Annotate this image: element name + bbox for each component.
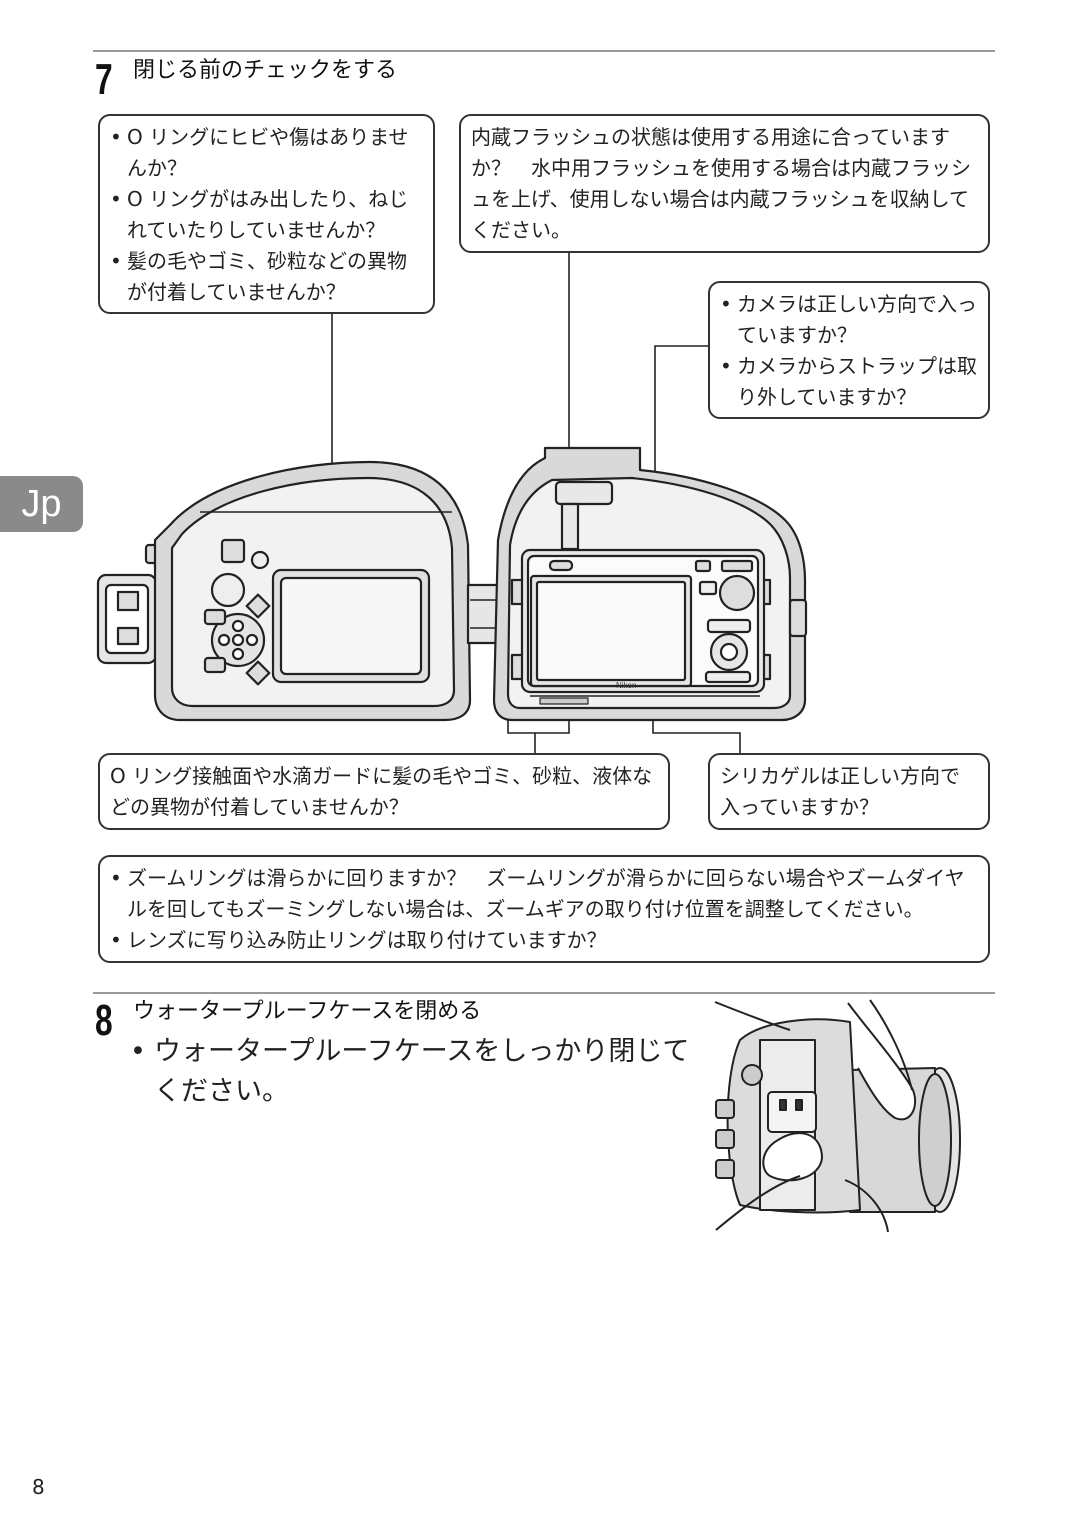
list-item: ウォータープルーフケースをしっかり閉じてください。 <box>130 1032 700 1112</box>
list-item: レンズに写り込み防止リングは取り付けていますか？ <box>110 925 978 956</box>
page-number: 8 <box>32 1475 45 1499</box>
callout-oring-surface: O リング接触面や水滴ガードに髪の毛やゴミ、砂粒、液体などの異物が付着していませ… <box>98 753 670 830</box>
list-item: カメラは正しい方向で入っていますか？ <box>720 289 978 351</box>
callout-text: シリカゲルは正しい方向で入っていますか？ <box>720 764 960 819</box>
camera-brand-label: Nikon <box>616 681 636 690</box>
section-divider-8 <box>93 992 995 994</box>
step-title: ウォータープルーフケースを閉める <box>133 999 482 1024</box>
callout-camera-orientation: カメラは正しい方向で入っていますか？ カメラからストラップは取り外していますか？ <box>708 281 990 419</box>
list-item: O リングがはみ出したり、ねじれていたりしていませんか？ <box>110 184 423 246</box>
section-divider-7 <box>93 50 995 52</box>
step-number: 8 <box>95 996 113 1045</box>
callout-text: O リング接触面や水滴ガードに髪の毛やゴミ、砂粒、液体などの異物が付着していませ… <box>110 764 653 819</box>
list-item: カメラからストラップは取り外していますか？ <box>720 351 978 413</box>
list-item: 髪の毛やゴミ、砂粒などの異物が付着していませんか？ <box>110 246 423 308</box>
list-item: O リングにヒビや傷はありませんか？ <box>110 122 423 184</box>
step-number: 7 <box>95 55 113 104</box>
step-title: 閉じる前のチェックをする <box>133 58 398 83</box>
list-item: ズームリングは滑らかに回りますか？ ズームリングが滑らかに回らない場合やズームダ… <box>110 863 978 925</box>
step-instruction: ウォータープルーフケースをしっかり閉じてください。 <box>130 1032 700 1112</box>
callout-flash: 内蔵フラッシュの状態は使用する用途に合っていますか？ 水中用フラッシュを使用する… <box>459 114 990 253</box>
callout-oring-check: O リングにヒビや傷はありませんか？ O リングがはみ出したり、ねじれていたりし… <box>98 114 435 314</box>
language-tab: Jp <box>0 476 83 532</box>
callout-text: 内蔵フラッシュの状態は使用する用途に合っていますか？ 水中用フラッシュを使用する… <box>471 125 971 242</box>
callout-zoom-ring: ズームリングは滑らかに回りますか？ ズームリングが滑らかに回らない場合やズームダ… <box>98 855 990 963</box>
callout-silica-gel: シリカゲルは正しい方向で入っていますか？ <box>708 753 990 830</box>
